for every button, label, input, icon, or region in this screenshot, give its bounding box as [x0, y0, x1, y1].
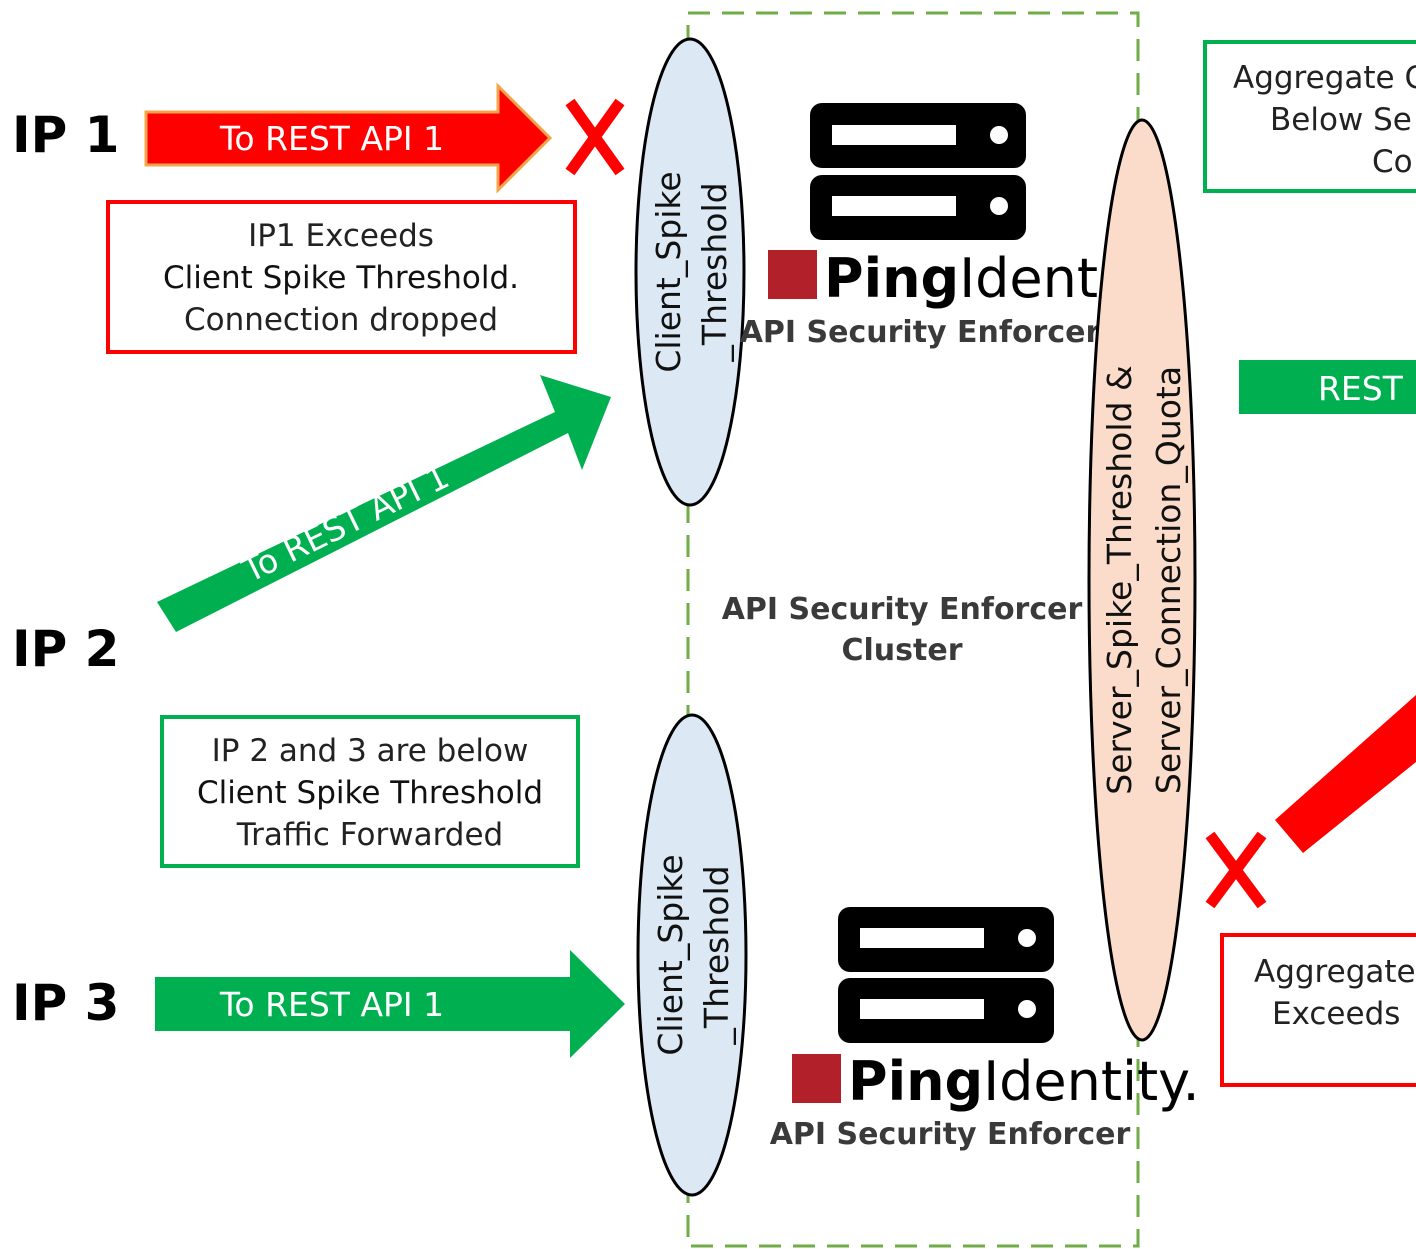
ip3-arrow: To REST API 1 [155, 950, 625, 1058]
ip1-box-line3: Connection dropped [184, 302, 498, 338]
ip23-status-box: IP 2 and 3 are below Client Spike Thresh… [160, 715, 580, 868]
bottom-client-spike-ellipse: Client_Spike _Threshold [636, 713, 748, 1197]
ip1-box-line1: IP1 Exceeds [248, 218, 434, 254]
ip1-arrow-label: To REST API 1 [219, 119, 444, 158]
right-top-box-line2: Below Se [1270, 102, 1412, 138]
bottom-client-spike-label2: _Threshold [697, 865, 736, 1045]
top-client-spike-ellipse: Client_Spike _Threshold [634, 37, 746, 507]
ip2-arrow: To REST API 1 [157, 375, 611, 632]
server-spike-label2: Server_Connection_Quota [1149, 366, 1188, 794]
bottom-enforcer-caption: API Security Enforcer [770, 1117, 1131, 1152]
right-top-box-line3: Co [1372, 144, 1413, 180]
top-enforcer-caption: API Security Enforcer [740, 315, 1101, 350]
right-top-status-box: Aggregate C Below Se Co [1203, 40, 1416, 193]
right-rest-arrow: REST [1239, 360, 1416, 414]
top-client-spike-label2: _Threshold [695, 182, 734, 362]
ip3-label: IP 3 [12, 974, 119, 1032]
ip23-box-line2: Client Spike Threshold [197, 775, 543, 811]
ip2-label: IP 2 [12, 620, 119, 678]
right-bottom-box-line2: Exceeds [1272, 996, 1400, 1032]
top-client-spike-label1: Client_Spike [649, 171, 688, 372]
cluster-label-line1: API Security Enforcer [722, 592, 1083, 627]
svg-text:PingIdentity.: PingIdentity. [848, 1050, 1200, 1113]
ping-logo-bold: Ping [848, 1050, 983, 1113]
server-spike-label1: Server_Spike_Threshold & [1100, 365, 1139, 794]
server-icon [810, 103, 1026, 240]
ip1-status-box: IP1 Exceeds Client Spike Threshold. Conn… [106, 200, 577, 354]
right-rest-arrow-label: REST [1318, 369, 1404, 408]
ip2-arrow-label: To REST API 1 [235, 457, 455, 591]
server-icon [838, 907, 1054, 1043]
right-top-box-line1: Aggregate C [1233, 60, 1416, 96]
ip3-arrow-label: To REST API 1 [219, 985, 444, 1024]
blocked-x-icon [565, 98, 625, 176]
ping-logo-light: Identity. [983, 1050, 1199, 1113]
right-bottom-box-line1: Aggregate [1254, 954, 1416, 990]
cluster-label-line2: Cluster [842, 633, 963, 668]
ip1-label: IP 1 [12, 106, 119, 164]
ip1-box-line2: Client Spike Threshold. [163, 260, 519, 296]
right-bottom-status-box: Aggregate Exceeds [1220, 933, 1416, 1087]
ip23-box-line3: Traffic Forwarded [236, 817, 503, 853]
ping-logo-bold: Ping [824, 247, 959, 310]
ip1-arrow: To REST API 1 [144, 82, 553, 194]
bottom-client-spike-label1: Client_Spike [651, 854, 690, 1055]
ip23-box-line1: IP 2 and 3 are below [212, 733, 529, 769]
server-spike-ellipse: Server_Spike_Threshold & Server_Connecti… [1087, 118, 1197, 1042]
right-red-arrow [1275, 695, 1416, 853]
ping-identity-logo: PingIdentity. [792, 1050, 1200, 1113]
blocked-x-icon [1205, 831, 1267, 909]
